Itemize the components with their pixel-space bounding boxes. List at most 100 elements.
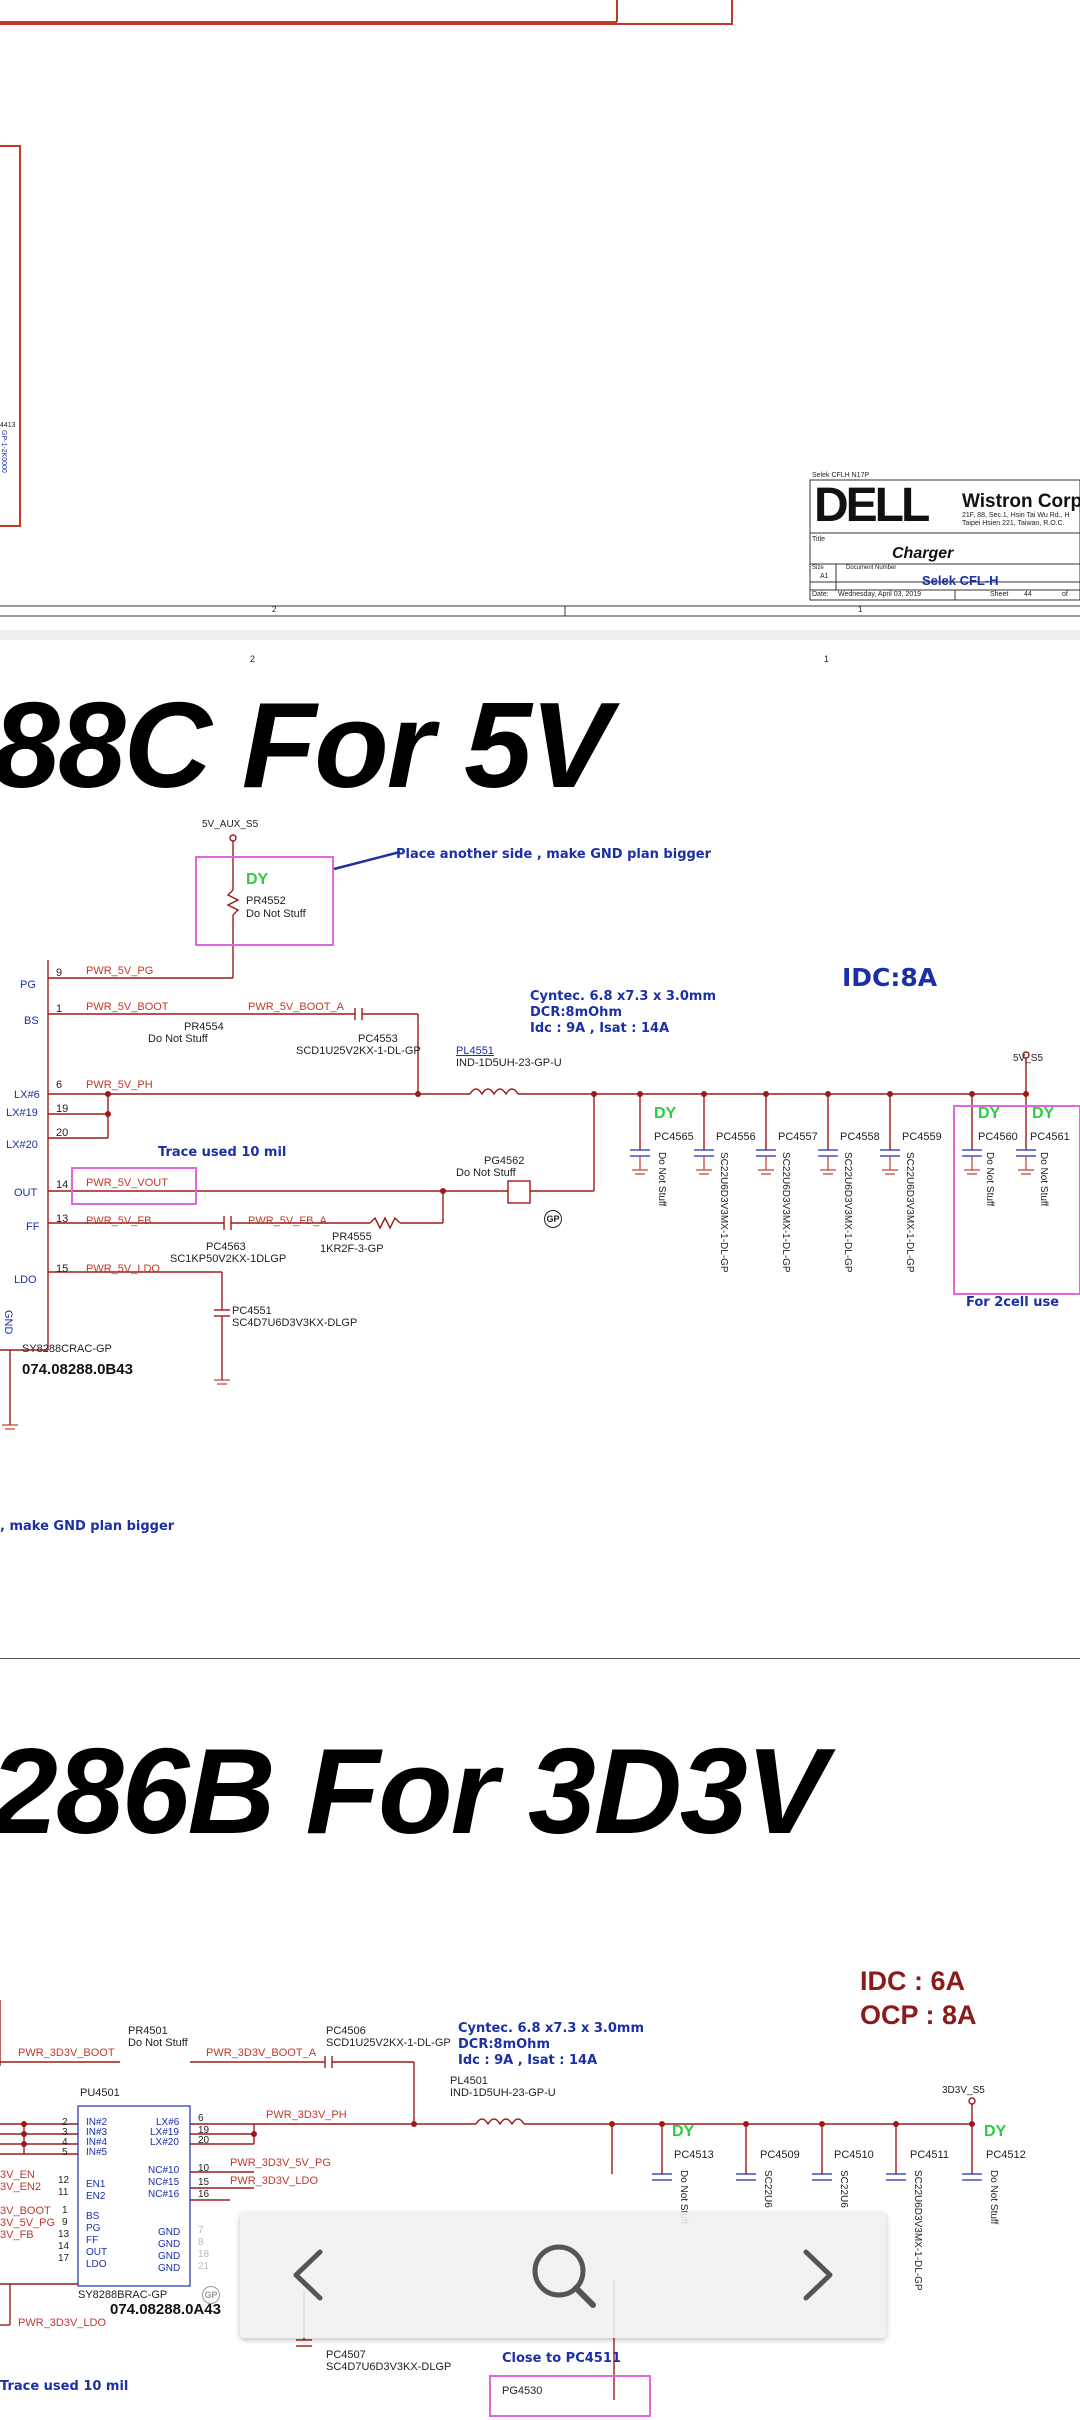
pr4501-value: Do Not Stuff <box>128 2037 188 2049</box>
pin-num-20: 20 <box>56 1127 69 1139</box>
cap-pc4565: PC4565 <box>654 1131 694 1143</box>
net-pwr-3d3v-ldo: PWR_3D3V_LDO <box>230 2175 319 2187</box>
cap-value-pc4512: Do Not Stuff <box>988 2170 999 2225</box>
ic-pin-ldo: LDO <box>86 2259 107 2270</box>
back-button[interactable] <box>260 2230 360 2320</box>
rail-5v-s5: 5V_S5 <box>1013 1053 1044 1064</box>
pin-gnd: GND <box>2 1310 14 1335</box>
ic-pin-nc16: NC#16 <box>148 2189 180 2200</box>
dy-marker-pc4512: DY <box>984 2123 1007 2140</box>
cap-pc4511: PC4511 <box>910 2149 949 2161</box>
section-5v-heading: 88C For 5V <box>0 677 611 813</box>
pc4507-value: SC4D7U6D3V3KX-DLGP <box>326 2361 452 2373</box>
ic-rpin-num-18: 18 <box>198 2249 210 2260</box>
chevron-right-icon <box>803 2249 833 2301</box>
ic-rpin-num-21: 21 <box>198 2261 210 2272</box>
ic-5v-part: SY8288CRAC-GP <box>22 1343 112 1355</box>
ic-rpin-num-10: 10 <box>198 2163 210 2174</box>
ic-pin-num-4: 4 <box>62 2137 68 2148</box>
pc4563-value: SC1KP50V2KX-1DLGP <box>170 1253 287 1265</box>
size-label: Size <box>812 565 824 571</box>
cap-value-pc4510: SC22U6 <box>838 2170 849 2208</box>
ic-pin-gnd-1: GND <box>158 2227 181 2238</box>
cap-pc4509: PC4509 <box>760 2149 800 2161</box>
cap-pc4556: PC4556 <box>716 1131 756 1143</box>
address-line-1: 21F, 88, Sec.1, Hsin Tai Wu Rd., H <box>962 512 1070 519</box>
ic-pin-num-14: 14 <box>58 2241 70 2252</box>
section-divider <box>0 1658 1080 1659</box>
grid-ref-5v-a: 2 <box>250 654 256 664</box>
ic-pin-num-12: 12 <box>58 2175 70 2186</box>
net-pwr-5v-ldo: PWR_5V_LDO <box>86 1263 160 1275</box>
ic-pin-num-9: 9 <box>62 2217 68 2228</box>
pin-out: OUT <box>14 1187 38 1199</box>
chevron-left-icon <box>293 2249 323 2301</box>
net-pwr-5v-boot: PWR_5V_BOOT <box>86 1001 169 1013</box>
pg4530-ref: PG4530 <box>502 2385 543 2397</box>
section-3d3v-heading: 286B For 3D3V <box>0 1723 827 1859</box>
net-pwr-5v-fb: PWR_5V_FB <box>86 1215 152 1227</box>
ic-5v-code: 074.08288.0B43 <box>22 1361 133 1378</box>
ic-pin-lx6: LX#6 <box>156 2117 180 2128</box>
inductor-3d3v-spec-line3: Idc : 9A , Isat : 14A <box>458 2053 598 2068</box>
net-pwr-3d3v-ldo-bottom: PWR_3D3V_LDO <box>18 2317 107 2329</box>
pc4563-ref: PC4563 <box>206 1241 246 1253</box>
pr4552-value: Do Not Stuff <box>246 908 306 920</box>
ic-rpin-num-19: 19 <box>198 2125 210 2136</box>
dy-marker-pc4560: DY <box>978 1105 1001 1122</box>
pc4507-ref: PC4507 <box>326 2349 366 2361</box>
ic-3d3v-code: 074.08288.0A43 <box>110 2301 221 2318</box>
ic-pin-in5: IN#5 <box>86 2147 108 2158</box>
pc4506-ref: PC4506 <box>326 2025 366 2037</box>
ic-pin-in2: IN#2 <box>86 2117 108 2128</box>
dy-marker-pc4561: DY <box>1032 1105 1055 1122</box>
search-icon <box>532 2244 596 2308</box>
twocell-note: For 2cell use <box>966 1295 1060 1310</box>
idc-3d3v-label: IDC : 6A <box>860 1966 966 1996</box>
dy-marker-pr4552: DY <box>246 871 269 888</box>
pin-num-13: 13 <box>56 1213 69 1225</box>
forward-button[interactable] <box>766 2230 866 2320</box>
net-pwr-3d3v-boot-a: PWR_3D3V_BOOT_A <box>206 2047 317 2059</box>
pl4501-value: IND-1D5UH-23-GP-U <box>450 2087 556 2099</box>
search-button[interactable] <box>513 2230 613 2320</box>
rail-3d3v-s5: 3D3V_S5 <box>942 2085 985 2096</box>
size-value: A1 <box>820 573 829 580</box>
navigation-bar <box>240 2212 886 2338</box>
inductor-3d3v-spec-line2: DCR:8mOhm <box>458 2037 550 2052</box>
ic-pin-num-17: 17 <box>58 2253 70 2264</box>
date-value: Wednesday, April 03, 2019 <box>838 591 922 598</box>
cap-value-pc4509: SC22U6 <box>762 2170 773 2208</box>
note-place-another-side: Place another side , make GND plan bigge… <box>396 847 712 862</box>
cap-pc4510: PC4510 <box>834 2149 874 2161</box>
cap-pc4557: PC4557 <box>778 1131 818 1143</box>
cap-value-pc4561: Do Not Stuff <box>1038 1152 1049 1207</box>
cap-value-pc4511: SC22U6D3V3MX-1-DL-GP <box>912 2170 923 2291</box>
ic-pin-en1: EN1 <box>86 2179 106 2190</box>
inductor-spec-line3: Idc : 9A , Isat : 14A <box>530 1021 670 1036</box>
pc4551-ref: PC4551 <box>232 1305 272 1317</box>
inductor-spec-line2: DCR:8mOhm <box>530 1005 622 1020</box>
date-label: Date: <box>812 591 829 598</box>
pg4562-value: Do Not Stuff <box>456 1167 516 1179</box>
net-pwr-3d3v-boot: PWR_3D3V_BOOT <box>18 2047 115 2059</box>
cap-pc4561: PC4561 <box>1030 1131 1070 1143</box>
ic-pin-num-3: 3 <box>62 2127 68 2138</box>
net-3v-5v-pg: 3V_5V_PG <box>0 2217 56 2229</box>
of-label: of <box>1062 591 1068 598</box>
ic-pin-num-2: 2 <box>62 2117 68 2128</box>
pin-lx6: LX#6 <box>14 1089 40 1101</box>
ic-pin-out: OUT <box>86 2247 108 2258</box>
net-pwr-3d3v-ph: PWR_3D3V_PH <box>266 2109 347 2121</box>
pu4501-ref: PU4501 <box>80 2087 120 2099</box>
pin-lx20: LX#20 <box>6 1139 38 1151</box>
sheet-label: Sheet <box>990 591 1009 598</box>
ic-pin-num-5: 5 <box>62 2147 68 2158</box>
ic-rpin-num-6: 6 <box>198 2113 204 2124</box>
ic-pin-in4: IN#4 <box>86 2137 108 2148</box>
ic-rpin-num-16: 16 <box>198 2189 210 2200</box>
pin-num-19: 19 <box>56 1103 69 1115</box>
ic-rpin-num-8: 8 <box>198 2237 204 2248</box>
rail-5v-aux: 5V_AUX_S5 <box>202 819 259 830</box>
